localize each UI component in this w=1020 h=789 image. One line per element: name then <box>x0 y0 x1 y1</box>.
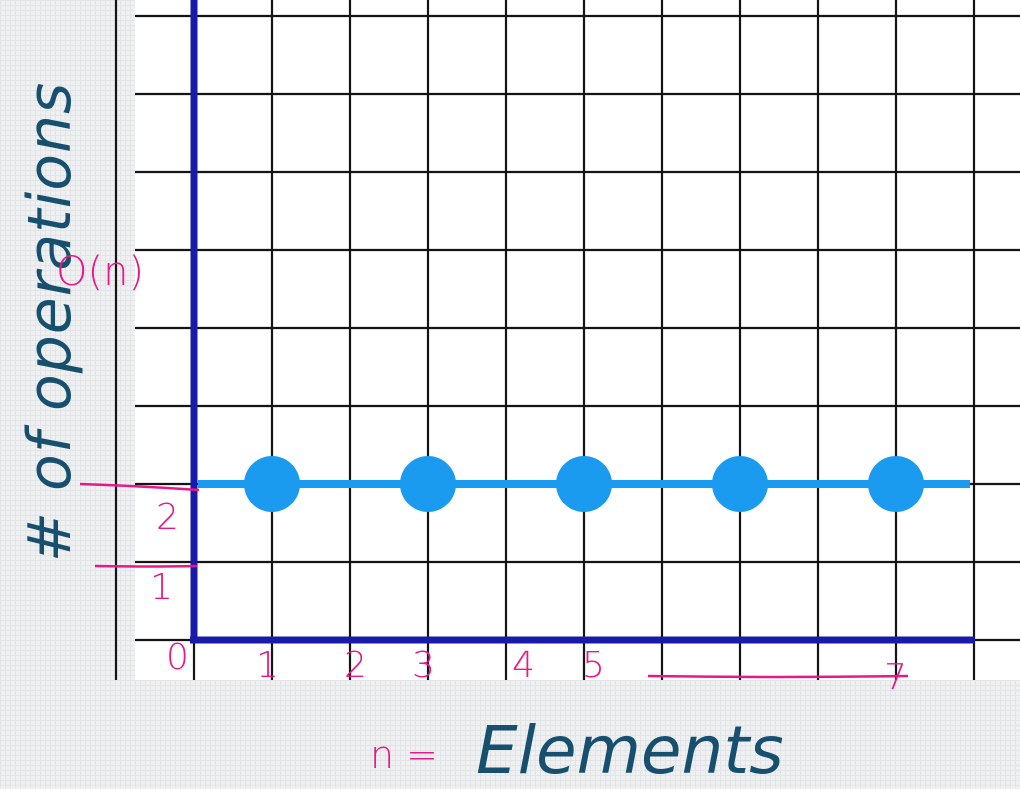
data-point <box>712 456 768 512</box>
y-tick-1: 1 <box>150 567 173 608</box>
ink-stroke-ellipsis <box>647 674 909 679</box>
data-point <box>556 456 612 512</box>
x-axis-label: Elements <box>476 712 784 789</box>
ink-stroke-y1 <box>94 564 198 568</box>
plot-background <box>135 0 1020 680</box>
x-tick-1: 1 <box>256 645 279 686</box>
axes <box>190 0 975 644</box>
y-axis-label: # of operations <box>15 81 85 563</box>
x-tick-5: 5 <box>582 645 605 686</box>
y-tick-2: 2 <box>156 497 179 538</box>
x-tick-zero: 0 <box>166 637 189 678</box>
ink-stroke-y2 <box>79 482 200 492</box>
data-point <box>868 456 924 512</box>
handwritten-marks <box>79 482 909 679</box>
data-point <box>400 456 456 512</box>
series <box>198 456 970 512</box>
x-tick-4: 4 <box>512 645 535 686</box>
x-tick-2: 2 <box>344 645 367 686</box>
data-point <box>244 456 300 512</box>
x-tick-3: 3 <box>412 645 435 686</box>
n-equals-annotation: n = <box>370 733 439 777</box>
x-tick-7: 7 <box>884 657 907 698</box>
big-o-annotation: O(n) <box>56 249 145 295</box>
